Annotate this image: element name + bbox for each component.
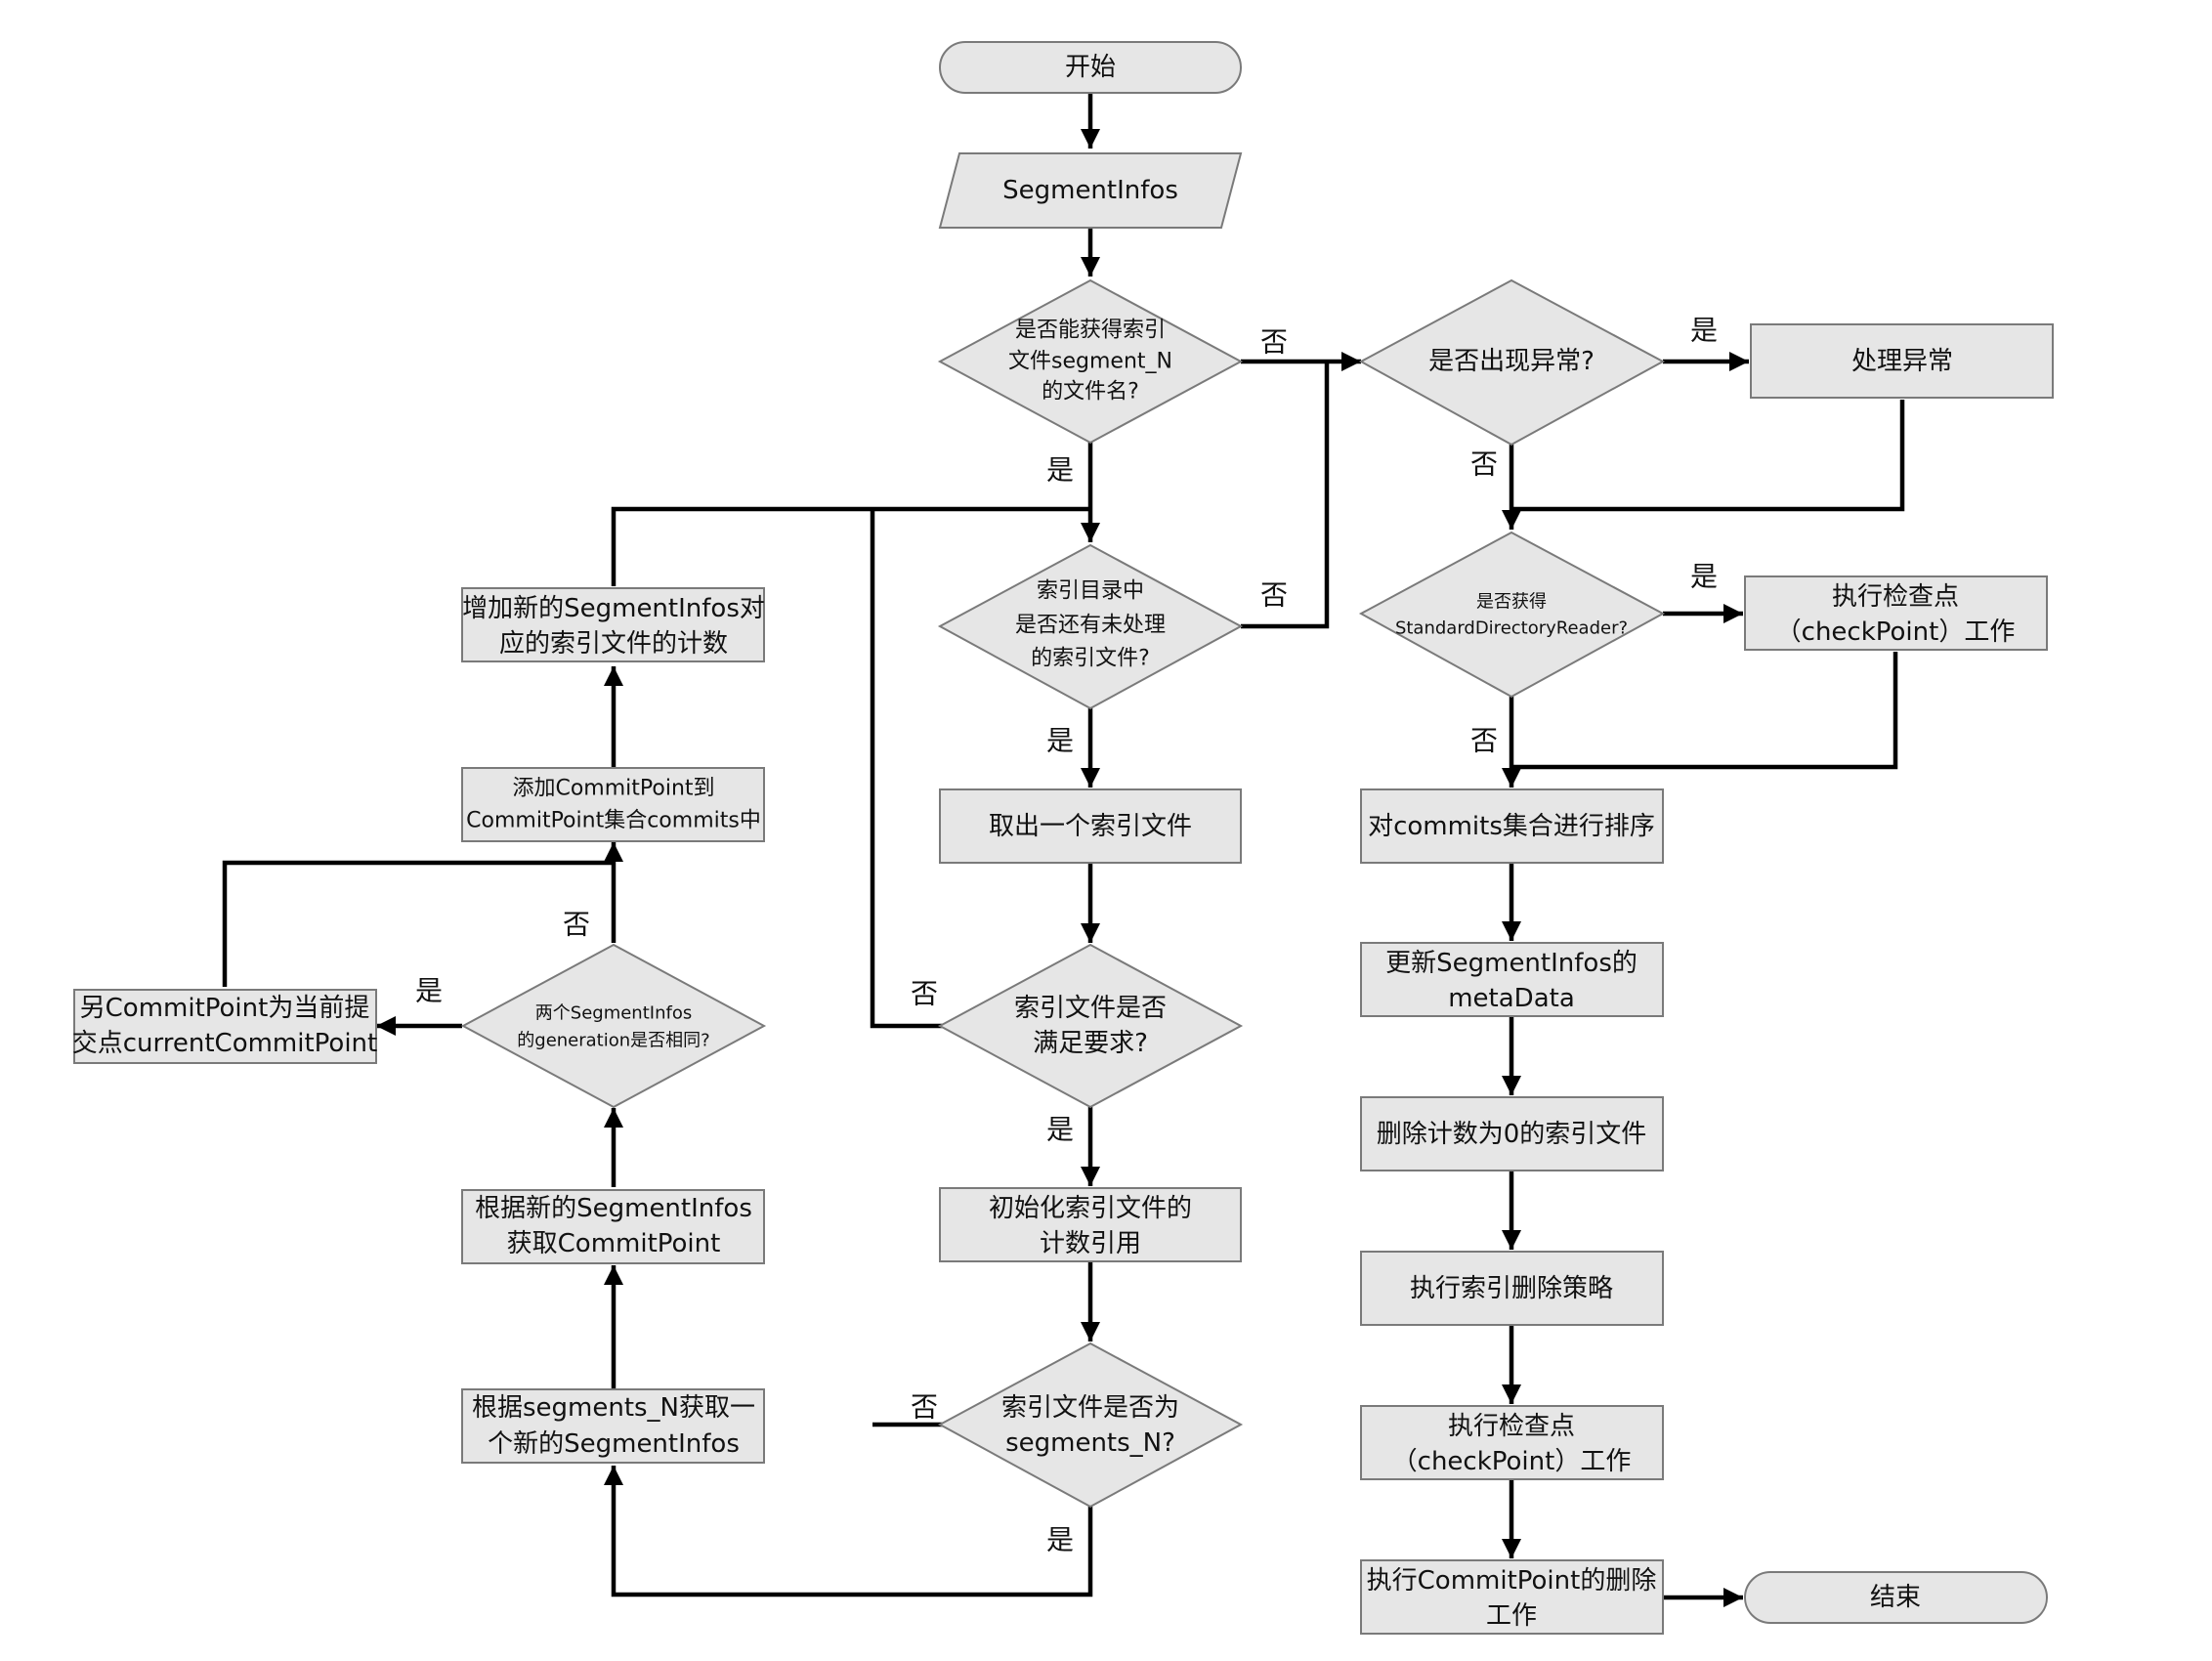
can-get-segment-n-line-3: 的文件名? — [1042, 380, 1139, 405]
nodes: 开始 SegmentInfos 是否能获得索引 文件segment_N 的文件名… — [72, 41, 2054, 1635]
handle-exception-process: 处理异常 — [1750, 323, 2054, 399]
delete-commitpoint-line-1: 执行CommitPoint的删除 — [1367, 1566, 1657, 1596]
edge-label-got-sdr-no: 否 — [1470, 725, 1498, 757]
update-metadata-process: 更新SegmentInfos的 metaData — [1360, 942, 1664, 1017]
get-commitpoint-line-2: 获取CommitPoint — [507, 1229, 721, 1258]
got-sdr-decision: 是否获得 StandardDirectoryReader? — [1358, 531, 1666, 699]
get-new-segmentinfos-line-2: 个新的SegmentInfos — [488, 1429, 740, 1459]
edge-set-current-to-add-commitpoint — [222, 860, 614, 987]
do-checkpoint-1-line-1: 执行检查点 — [1832, 582, 1959, 612]
deletion-policy-process: 执行索引删除策略 — [1360, 1251, 1664, 1326]
sort-commits-label: 对commits集合进行排序 — [1368, 812, 1655, 841]
file-meets-requirement-line-1: 索引文件是否 — [1014, 994, 1167, 1023]
edge-handle-to-got-sdr — [1511, 400, 1905, 512]
get-new-segmentinfos-process: 根据segments_N获取一 个新的SegmentInfos — [461, 1388, 765, 1464]
end-label: 结束 — [1870, 1583, 1921, 1612]
file-meets-requirement-line-2: 满足要求? — [1033, 1029, 1148, 1058]
edge-labels: 否 是 否 是 否 是 否 是 否 是 是 否 是 否 — [415, 315, 1718, 1556]
file-meets-requirement-decision: 索引文件是否 满足要求? — [937, 943, 1244, 1109]
take-index-file-label: 取出一个索引文件 — [989, 812, 1192, 841]
edge-label-is-segments-n-yes: 是 — [1046, 1524, 1074, 1556]
got-sdr-line-2: StandardDirectoryReader? — [1395, 618, 1628, 639]
sort-commits-process: 对commits集合进行排序 — [1360, 788, 1664, 864]
edge-label-has-unprocessed-yes: 是 — [1046, 725, 1074, 757]
init-ref-count-line-2: 计数引用 — [1040, 1229, 1141, 1258]
edge-label-exception-no: 否 — [1470, 448, 1498, 481]
delete-commitpoint-process: 执行CommitPoint的删除 工作 — [1360, 1559, 1664, 1635]
exception-occurred-label: 是否出现异常? — [1428, 347, 1595, 376]
has-unprocessed-line-2: 是否还有未处理 — [1015, 614, 1166, 638]
edge-label-same-gen-yes: 是 — [415, 975, 443, 1007]
update-metadata-line-1: 更新SegmentInfos的 — [1385, 949, 1638, 978]
is-segments-n-line-1: 索引文件是否为 — [1001, 1393, 1179, 1423]
get-commitpoint-line-1: 根据新的SegmentInfos — [475, 1194, 752, 1223]
end-terminator: 结束 — [1744, 1571, 2048, 1624]
can-get-segment-n-line-1: 是否能获得索引 — [1015, 319, 1166, 343]
edge-checkpoint-to-sort — [1511, 652, 1898, 770]
edge-meets-no-loop — [870, 509, 943, 1029]
delete-zero-ref-label: 删除计数为0的索引文件 — [1377, 1120, 1647, 1149]
edge-label-can-get-yes: 是 — [1046, 454, 1074, 487]
get-commitpoint-process: 根据新的SegmentInfos 获取CommitPoint — [461, 1189, 765, 1264]
get-new-segmentinfos-line-1: 根据segments_N获取一 — [472, 1393, 755, 1423]
deletion-policy-label: 执行索引删除策略 — [1410, 1274, 1613, 1303]
do-checkpoint-2-line-2: （checkPoint）工作 — [1392, 1447, 1632, 1476]
same-generation-line-1: 两个SegmentInfos — [535, 1003, 692, 1024]
init-ref-count-line-1: 初始化索引文件的 — [989, 1194, 1192, 1223]
edge-label-can-get-no: 否 — [1260, 326, 1288, 359]
set-current-commitpoint-line-1: 另CommitPoint为当前提 — [80, 994, 370, 1023]
edge-label-is-segments-n-no: 否 — [911, 1391, 938, 1424]
edge-has-unprocessed-no-to-exception — [1241, 362, 1330, 629]
got-sdr-line-1: 是否获得 — [1476, 592, 1547, 613]
set-current-commitpoint-process: 另CommitPoint为当前提 交点currentCommitPoint — [72, 989, 377, 1064]
exception-occurred-decision: 是否出现异常? — [1358, 278, 1666, 447]
edge-label-meets-no: 否 — [911, 978, 938, 1010]
edge-label-exception-yes: 是 — [1690, 315, 1718, 347]
is-segments-n-line-2: segments_N? — [1005, 1428, 1175, 1458]
is-segments-n-decision: 索引文件是否为 segments_N? — [937, 1342, 1244, 1509]
segmentinfos-input: SegmentInfos — [938, 152, 1243, 229]
update-metadata-line-2: metaData — [1448, 984, 1575, 1013]
edge-label-got-sdr-yes: 是 — [1690, 561, 1718, 593]
do-checkpoint-1-process: 执行检查点 （checkPoint）工作 — [1744, 575, 2048, 651]
can-get-segment-n-line-2: 文件segment_N — [1008, 350, 1172, 374]
do-checkpoint-2-line-1: 执行检查点 — [1448, 1412, 1575, 1441]
edge-is-segments-n-yes-to-get-new — [604, 1466, 1093, 1597]
start-terminator: 开始 — [939, 41, 1242, 94]
has-unprocessed-decision: 索引目录中 是否还有未处理 的索引文件? — [937, 543, 1244, 710]
edge-label-has-unprocessed-no: 否 — [1260, 579, 1288, 612]
add-commitpoint-line-2: CommitPoint集合commits中 — [466, 809, 761, 833]
add-commitpoint-line-1: 添加CommitPoint到 — [512, 777, 714, 801]
segmentinfos-label: SegmentInfos — [1002, 176, 1178, 205]
do-checkpoint-2-process: 执行检查点 （checkPoint）工作 — [1360, 1405, 1664, 1480]
has-unprocessed-line-3: 的索引文件? — [1031, 647, 1150, 671]
add-commitpoint-process: 添加CommitPoint到 CommitPoint集合commits中 — [461, 767, 765, 842]
do-checkpoint-1-line-2: （checkPoint）工作 — [1776, 618, 2016, 647]
add-ref-count-line-2: 应的索引文件的计数 — [499, 629, 728, 659]
edge-label-meets-yes: 是 — [1046, 1114, 1074, 1146]
edges — [222, 94, 1905, 1607]
can-get-segment-n-decision: 是否能获得索引 文件segment_N 的文件名? — [937, 278, 1244, 445]
has-unprocessed-line-1: 索引目录中 — [1037, 579, 1144, 604]
handle-exception-label: 处理异常 — [1851, 347, 1953, 376]
delete-zero-ref-process: 删除计数为0的索引文件 — [1360, 1096, 1664, 1171]
init-ref-count-process: 初始化索引文件的 计数引用 — [939, 1187, 1242, 1262]
add-ref-count-line-1: 增加新的SegmentInfos对 — [462, 594, 765, 623]
same-generation-decision: 两个SegmentInfos 的generation是否相同? — [460, 943, 767, 1109]
start-label: 开始 — [1065, 53, 1116, 82]
edge-add-ref-to-loop — [611, 506, 1090, 586]
delete-commitpoint-line-2: 工作 — [1486, 1601, 1537, 1631]
same-generation-line-2: 的generation是否相同? — [517, 1031, 709, 1051]
edge-label-same-gen-no: 否 — [563, 909, 590, 941]
set-current-commitpoint-line-2: 交点currentCommitPoint — [72, 1029, 377, 1058]
add-ref-count-process: 增加新的SegmentInfos对 应的索引文件的计数 — [461, 587, 765, 662]
take-index-file-process: 取出一个索引文件 — [939, 788, 1242, 864]
